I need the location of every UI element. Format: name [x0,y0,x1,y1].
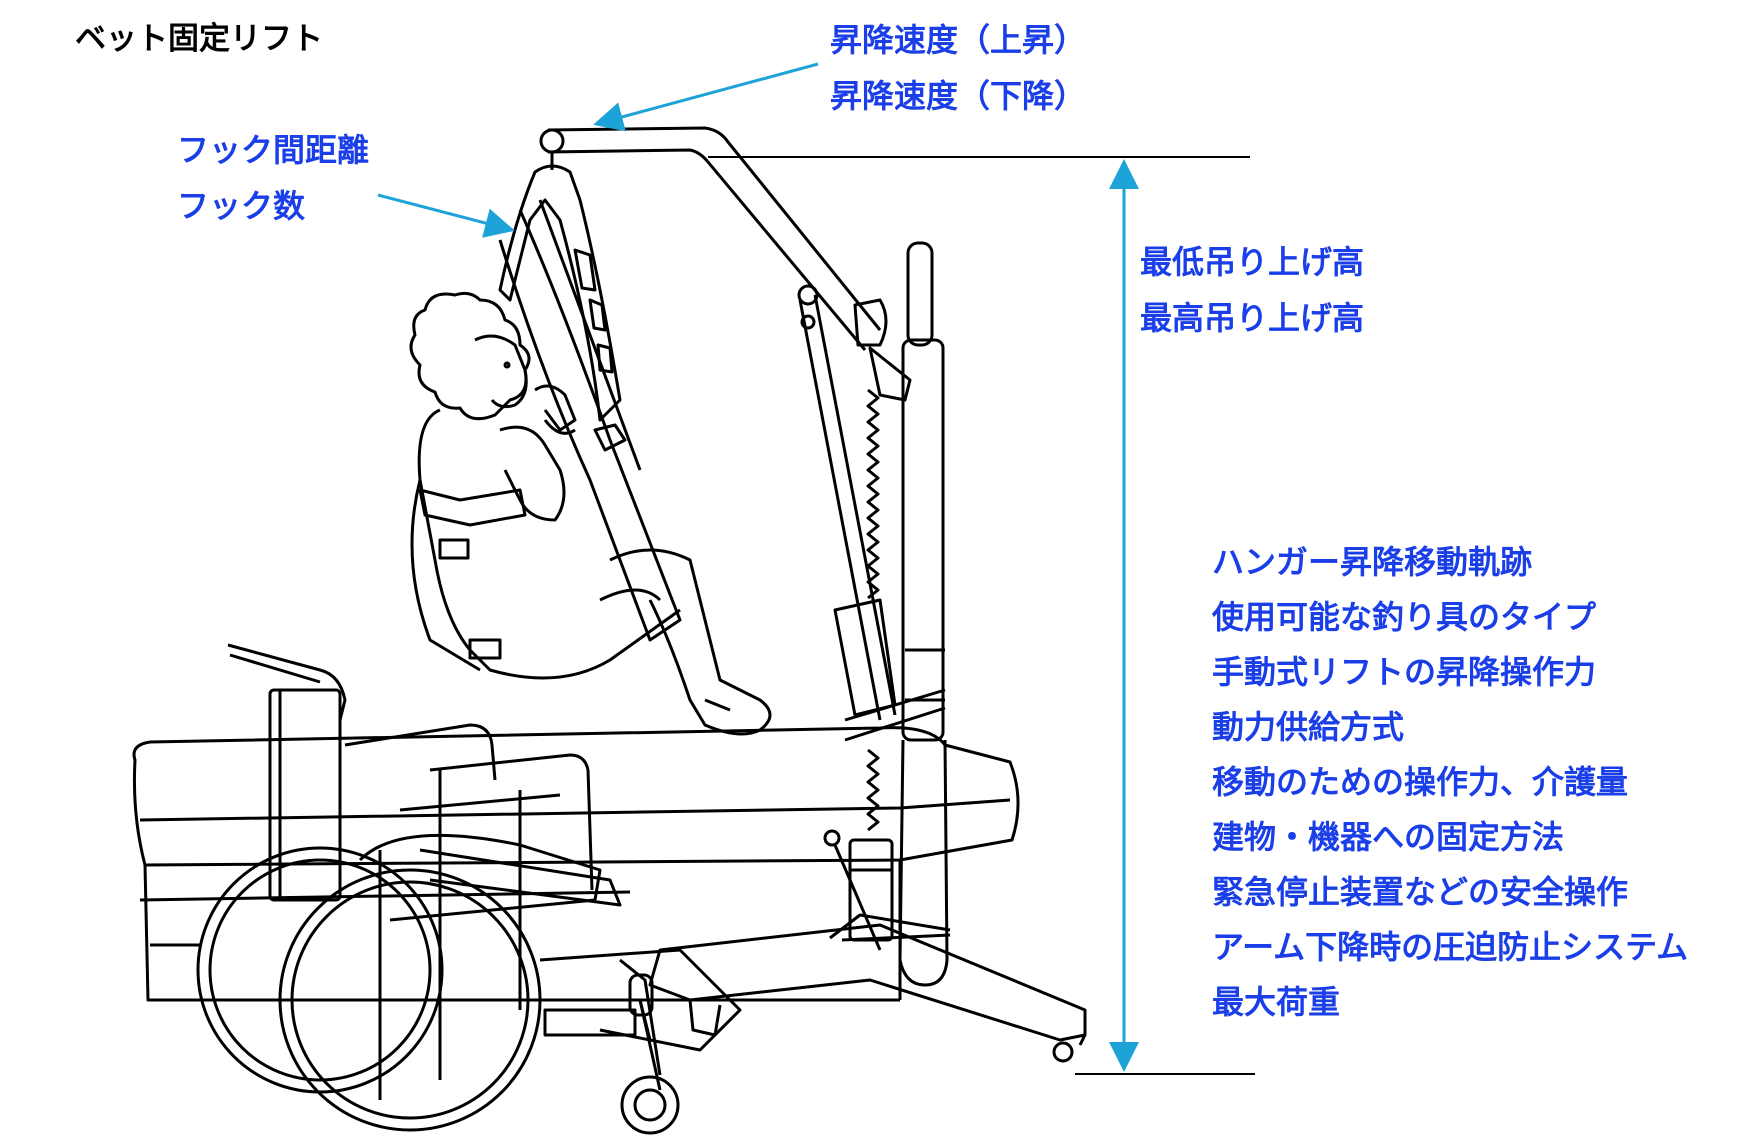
label-speed-up: 昇降速度（上昇） [830,21,1087,59]
spec-item: アーム下降時の圧迫防止システム [1212,928,1689,966]
wheelchair [196,643,742,1135]
spec-item: 動力供給方式 [1212,708,1405,746]
spec-list: ハンガー昇降移動軌跡 使用可能な釣り具のタイプ 手動式リフトの昇降操作力 動力供… [1212,535,1688,1030]
label-hook-distance: フック間距離 [177,131,370,169]
lift-mast [823,241,951,987]
spec-item: 移動のための操作力、介護量 [1212,763,1629,801]
spec-item: ハンガー昇降移動軌跡 [1212,543,1533,581]
spec-item: 建物・機器への固定方法 [1212,818,1565,856]
spec-item: 最大荷重 [1212,983,1341,1021]
label-min-lift-height: 最低吊り上げ高 [1140,243,1365,281]
lift-arm [539,126,912,832]
hook-pointer-arrow [377,193,515,238]
person-in-sling [409,291,772,736]
spec-item: 手動式リフトの昇降操作力 [1212,653,1597,691]
label-max-lift-height: 最高吊り上げ高 [1140,299,1365,337]
dimension-lines [377,62,1255,1075]
label-hook-count: フック数 [177,187,306,225]
spec-item: 緊急停止装置などの安全操作 [1212,873,1629,911]
diagram-title: ベット固定リフト [75,21,323,57]
hanger-and-sling [498,152,682,642]
label-speed-down: 昇降速度（下降） [830,77,1087,115]
spec-item: 使用可能な釣り具のタイプ [1212,598,1597,636]
lift-base [648,913,1087,1063]
speed-pointer-arrow [593,62,819,132]
